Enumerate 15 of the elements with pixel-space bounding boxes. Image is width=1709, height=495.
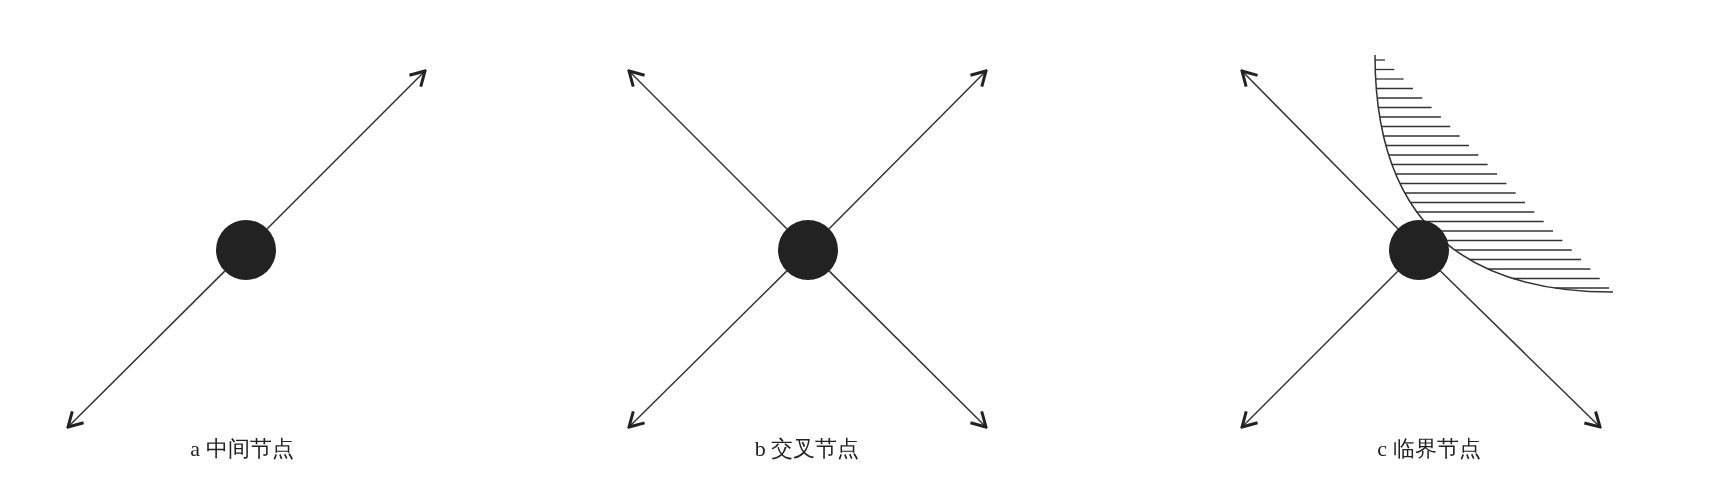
node-dot (1389, 220, 1449, 280)
arrow (627, 69, 788, 230)
arrow (1439, 270, 1602, 429)
arrow (1240, 69, 1399, 230)
node-dot (216, 220, 276, 280)
panel-caption: b 交叉节点 (754, 435, 860, 463)
panel-caption: a 中间节点 (190, 435, 294, 463)
arrow (266, 69, 427, 230)
node-dot (778, 220, 838, 280)
arrow (66, 270, 226, 429)
arrow (828, 270, 988, 429)
panel-caption: c 临界节点 (1377, 435, 1481, 463)
arrow (1240, 270, 1399, 429)
arrow (627, 270, 788, 429)
arrow (828, 69, 988, 230)
